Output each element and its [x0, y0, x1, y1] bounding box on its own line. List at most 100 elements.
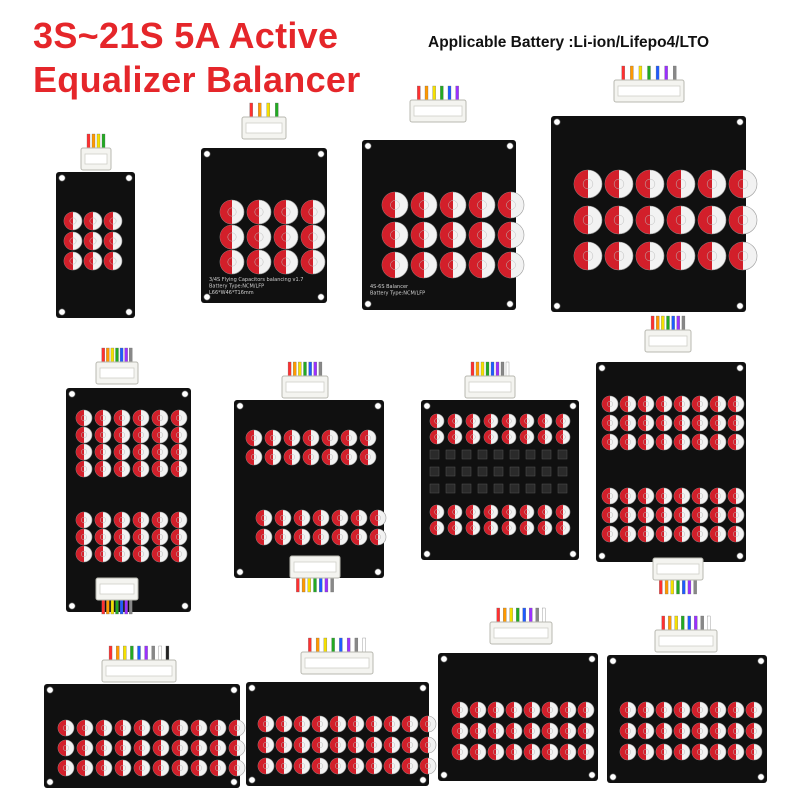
electrolytic-capacitor: [637, 395, 655, 413]
mosfet-chip: [493, 449, 504, 460]
mounting-hole: [569, 550, 577, 558]
mounting-hole: [440, 655, 448, 663]
electrolytic-capacitor: [497, 191, 525, 219]
connector-latch: [658, 635, 714, 647]
electrolytic-capacitor: [293, 715, 311, 733]
electrolytic-capacitor: [103, 251, 123, 271]
electrolytic-capacitor: [132, 409, 150, 427]
mounting-hole: [181, 602, 189, 610]
electrolytic-capacitor: [655, 525, 673, 543]
mounting-hole: [230, 686, 238, 694]
mounting-hole: [506, 142, 514, 150]
electrolytic-capacitor: [728, 205, 758, 235]
electrolytic-capacitor: [350, 509, 368, 527]
electrolytic-capacitor: [483, 429, 499, 445]
electrolytic-capacitor: [246, 249, 272, 275]
electrolytic-capacitor: [519, 520, 535, 536]
mounting-hole: [588, 655, 596, 663]
mounting-hole: [236, 402, 244, 410]
electrolytic-capacitor: [171, 739, 189, 757]
mosfet-chip: [477, 483, 488, 494]
mosfet-chip: [461, 466, 472, 477]
electrolytic-capacitor: [468, 251, 496, 279]
electrolytic-capacitor: [447, 429, 463, 445]
electrolytic-capacitor: [577, 701, 595, 719]
mosfet-chip: [429, 449, 440, 460]
electrolytic-capacitor: [601, 487, 619, 505]
electrolytic-capacitor: [619, 487, 637, 505]
electrolytic-capacitor: [745, 701, 763, 719]
electrolytic-capacitor: [655, 722, 673, 740]
electrolytic-capacitor: [75, 409, 93, 427]
electrolytic-capacitor: [329, 757, 347, 775]
mounting-hole: [248, 684, 256, 692]
electrolytic-capacitor: [691, 414, 709, 432]
electrolytic-capacitor: [365, 736, 383, 754]
electrolytic-capacitor: [152, 759, 170, 777]
connector-latch: [656, 563, 700, 575]
electrolytic-capacitor: [170, 426, 188, 444]
mosfet-chip: [525, 483, 536, 494]
electrolytic-capacitor: [666, 169, 696, 199]
electrolytic-capacitor: [273, 199, 299, 225]
pcb-board: [246, 682, 429, 786]
electrolytic-capacitor: [465, 520, 481, 536]
electrolytic-capacitor: [283, 448, 301, 466]
electrolytic-capacitor: [555, 504, 571, 520]
electrolytic-capacitor: [727, 525, 745, 543]
electrolytic-capacitor: [300, 224, 326, 250]
electrolytic-capacitor: [94, 443, 112, 461]
electrolytic-capacitor: [728, 169, 758, 199]
electrolytic-capacitor: [95, 719, 113, 737]
electrolytic-capacitor: [604, 169, 634, 199]
electrolytic-capacitor: [151, 460, 169, 478]
silkscreen-text: 4S-6S Balancer: [370, 284, 409, 290]
electrolytic-capacitor: [190, 719, 208, 737]
electrolytic-capacitor: [347, 736, 365, 754]
connector-latch: [84, 153, 108, 165]
electrolytic-capacitor: [483, 504, 499, 520]
electrolytic-capacitor: [132, 460, 150, 478]
electrolytic-capacitor: [152, 739, 170, 757]
electrolytic-capacitor: [691, 743, 709, 761]
electrolytic-capacitor: [264, 448, 282, 466]
electrolytic-capacitor: [113, 528, 131, 546]
electrolytic-capacitor: [487, 743, 505, 761]
electrolytic-capacitor: [94, 545, 112, 563]
electrolytic-capacitor: [673, 487, 691, 505]
mounting-hole: [609, 773, 617, 781]
electrolytic-capacitor: [577, 743, 595, 761]
electrolytic-capacitor: [245, 429, 263, 447]
electrolytic-capacitor: [151, 511, 169, 529]
electrolytic-capacitor: [619, 506, 637, 524]
electrolytic-capacitor: [311, 715, 329, 733]
mosfet-chip: [525, 449, 536, 460]
mosfet-chip: [477, 466, 488, 477]
mounting-hole: [553, 302, 561, 310]
electrolytic-capacitor: [691, 395, 709, 413]
electrolytic-capacitor: [601, 395, 619, 413]
electrolytic-capacitor: [637, 487, 655, 505]
mounting-hole: [203, 150, 211, 158]
electrolytic-capacitor: [691, 433, 709, 451]
electrolytic-capacitor: [410, 251, 438, 279]
electrolytic-capacitor: [83, 251, 103, 271]
electrolytic-capacitor: [429, 429, 445, 445]
mounting-hole: [58, 308, 66, 316]
electrolytic-capacitor: [381, 221, 409, 249]
electrolytic-capacitor: [468, 191, 496, 219]
mounting-hole: [125, 308, 133, 316]
electrolytic-capacitor: [673, 506, 691, 524]
electrolytic-capacitor: [619, 525, 637, 543]
electrolytic-capacitor: [666, 205, 696, 235]
electrolytic-capacitor: [76, 759, 94, 777]
electrolytic-capacitor: [501, 520, 517, 536]
mounting-hole: [181, 390, 189, 398]
mosfet-chip: [493, 466, 504, 477]
electrolytic-capacitor: [637, 433, 655, 451]
electrolytic-capacitor: [483, 413, 499, 429]
electrolytic-capacitor: [133, 719, 151, 737]
electrolytic-capacitor: [745, 743, 763, 761]
electrolytic-capacitor: [419, 757, 437, 775]
electrolytic-capacitor: [228, 739, 246, 757]
